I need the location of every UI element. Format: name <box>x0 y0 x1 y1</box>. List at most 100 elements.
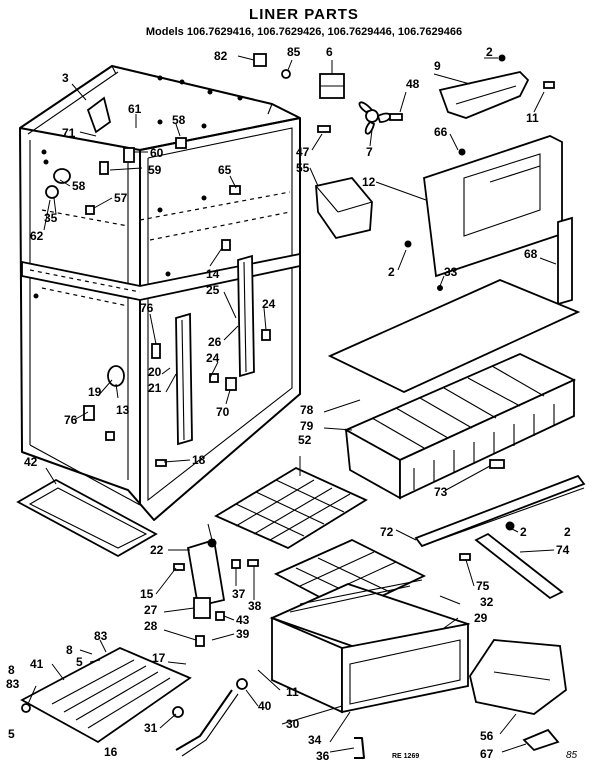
callout-3: 3 <box>62 71 69 85</box>
callout-65: 65 <box>218 163 232 177</box>
callout-58: 58 <box>72 179 86 193</box>
callout-52: 52 <box>298 433 312 447</box>
callout-42: 42 <box>24 455 38 469</box>
callout-8: 8 <box>8 663 15 677</box>
page-mark: 85 <box>566 750 578 761</box>
shelf-52 <box>214 466 368 550</box>
callout-2: 2 <box>520 525 527 539</box>
model-numbers: Models 106.7629416, 106.7629426, 106.762… <box>145 26 463 38</box>
callout-26: 26 <box>208 335 222 349</box>
clip-36 <box>354 737 365 759</box>
callout-11: 11 <box>286 685 299 699</box>
callout-15: 15 <box>140 587 154 601</box>
bracket-22 <box>173 538 259 647</box>
callout-47: 47 <box>296 145 310 159</box>
callout-71: 71 <box>62 126 76 140</box>
callout-30: 30 <box>286 717 300 731</box>
callout-24: 24 <box>206 351 220 365</box>
callout-13: 13 <box>116 403 130 417</box>
callout-48: 48 <box>406 77 420 91</box>
callout-59: 59 <box>148 163 162 177</box>
meat-tray-16 <box>20 647 192 744</box>
callout-19: 19 <box>88 385 102 399</box>
callout-33: 33 <box>444 265 458 279</box>
callout-24: 24 <box>262 297 276 311</box>
callout-55: 55 <box>296 161 310 175</box>
callout-39: 39 <box>236 627 250 641</box>
callout-74: 74 <box>556 543 570 557</box>
callout-70: 70 <box>216 405 230 419</box>
fastener-82-85 <box>253 53 291 79</box>
callout-34: 34 <box>308 733 322 747</box>
rails-72-74 <box>414 459 586 600</box>
callout-83: 83 <box>94 629 108 643</box>
callout-29: 29 <box>474 611 488 625</box>
callout-85: 85 <box>287 45 301 59</box>
callout-21: 21 <box>148 381 162 395</box>
callout-79: 79 <box>300 419 314 433</box>
callout-25: 25 <box>206 283 220 297</box>
callout-66: 66 <box>434 125 448 139</box>
callout-58: 58 <box>172 113 186 127</box>
callout-2: 2 <box>564 525 571 539</box>
callout-56: 56 <box>480 729 494 743</box>
callout-67: 67 <box>480 747 494 761</box>
callout-83: 83 <box>6 677 20 691</box>
callout-61: 61 <box>128 102 142 116</box>
tie-rod-30 <box>175 678 248 757</box>
drawing-stamp: RE 1269 <box>392 753 420 760</box>
callout-72: 72 <box>380 525 394 539</box>
evaporator-cover-12 <box>404 135 563 291</box>
rail-68 <box>557 216 573 306</box>
drip-tray-42 <box>16 478 158 558</box>
bin-55 <box>315 177 373 240</box>
callout-75: 75 <box>476 579 490 593</box>
callout-8: 8 <box>66 643 73 657</box>
callout-14: 14 <box>206 267 220 281</box>
callout-16: 16 <box>104 745 118 759</box>
callout-11: 11 <box>526 111 539 125</box>
glass-shelf-78 <box>327 279 581 393</box>
wire-basket-79 <box>343 353 577 500</box>
callout-37: 37 <box>232 587 246 601</box>
callout-5: 5 <box>8 727 15 741</box>
callout-17: 17 <box>152 651 166 665</box>
callout-18: 18 <box>192 453 206 467</box>
callout-12: 12 <box>362 175 376 189</box>
callout-2: 2 <box>486 45 493 59</box>
fan-motor-assembly <box>317 73 403 135</box>
callout-35: 35 <box>44 211 58 225</box>
callout-32: 32 <box>480 595 494 609</box>
callout-73: 73 <box>434 485 448 499</box>
callout-68: 68 <box>524 247 538 261</box>
callout-41: 41 <box>30 657 44 671</box>
air-duct-handle <box>438 54 555 119</box>
callout-6: 6 <box>326 45 333 59</box>
callout-7: 7 <box>366 145 373 159</box>
leader-lines <box>27 55 557 753</box>
callout-9: 9 <box>434 59 441 73</box>
callout-38: 38 <box>248 599 262 613</box>
callout-36: 36 <box>316 749 330 763</box>
callout-28: 28 <box>144 619 158 633</box>
callout-76: 76 <box>64 413 78 427</box>
callout-60: 60 <box>150 146 164 160</box>
callout-2: 2 <box>388 265 395 279</box>
callout-5: 5 <box>76 655 83 669</box>
callout-62: 62 <box>30 229 44 243</box>
butter-bin-56 <box>469 639 567 752</box>
callout-22: 22 <box>150 543 164 557</box>
callout-43: 43 <box>236 613 250 627</box>
callout-78: 78 <box>300 403 314 417</box>
callout-40: 40 <box>258 699 272 713</box>
callout-82: 82 <box>214 49 228 63</box>
cabinet-liner <box>19 65 301 521</box>
callout-76: 76 <box>140 301 154 315</box>
callout-20: 20 <box>148 365 162 379</box>
crisper-drawers <box>269 539 471 714</box>
callout-27: 27 <box>144 603 158 617</box>
callout-31: 31 <box>144 721 158 735</box>
page-title: LINER PARTS <box>249 6 359 23</box>
